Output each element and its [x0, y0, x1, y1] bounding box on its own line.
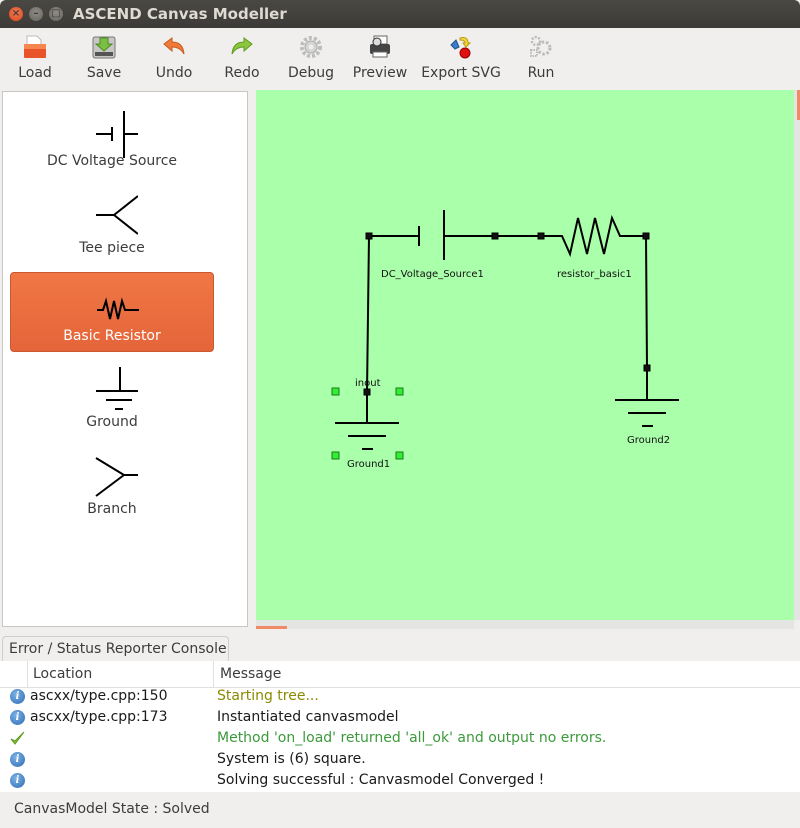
column-header-message[interactable]: Message: [214, 661, 800, 688]
row-location: ascxx/type.cpp:150: [30, 688, 168, 704]
export-svg-icon: [450, 37, 472, 59]
palette-label: Tee piece: [79, 240, 145, 256]
ground1-label: Ground1: [347, 459, 390, 470]
window-title: ASCEND Canvas Modeller: [73, 5, 287, 23]
gears-run-icon: [530, 35, 552, 57]
dc-voltage-source-label: DC_Voltage_Source1: [381, 269, 484, 280]
minimize-icon: –: [33, 8, 39, 19]
palette-item-branch[interactable]: Branch: [10, 446, 214, 526]
palette-label: Basic Resistor: [63, 328, 161, 344]
redo-button[interactable]: Redo: [207, 28, 277, 88]
row-message: Instantiated canvasmodel: [217, 709, 399, 725]
selection-handle: [331, 387, 340, 396]
undo-arrow-icon: [163, 37, 185, 55]
redo-label: Redo: [224, 65, 260, 81]
row-message: Starting tree...: [217, 688, 319, 704]
model-canvas[interactable]: DC_Voltage_Source1 resistor_basic1 inout…: [256, 90, 794, 620]
resistor-block: [541, 214, 646, 258]
row-location: ascxx/type.cpp:173: [30, 709, 168, 725]
load-label: Load: [18, 65, 52, 81]
wire-right-vertical: [645, 235, 648, 369]
info-icon: i: [10, 752, 25, 767]
tab-error-status-console[interactable]: Error / Status Reporter Console: [2, 636, 229, 661]
ground2-block: [615, 368, 679, 427]
port-handle: [642, 232, 650, 240]
ground2-label: Ground2: [627, 435, 670, 446]
console-table: Location Message i ascxx/type.cpp:150 St…: [0, 661, 800, 792]
palette-item-tee-piece[interactable]: Tee piece: [10, 185, 214, 265]
palette-label: Branch: [87, 501, 137, 517]
ground1-block: [335, 392, 399, 450]
canvas-vertical-scroll-thumb[interactable]: [797, 90, 800, 120]
component-palette: DC Voltage Source Tee piece Basic Resist…: [2, 91, 248, 627]
info-icon: i: [10, 710, 25, 725]
column-header-location[interactable]: Location: [28, 661, 214, 688]
palette-item-ground[interactable]: Ground: [10, 359, 214, 439]
print-preview-icon: [370, 35, 390, 58]
save-label: Save: [86, 65, 122, 81]
ground-icon: [96, 367, 138, 410]
export-svg-button[interactable]: Export SVG: [420, 28, 502, 88]
resistor-label: resistor_basic1: [557, 269, 632, 280]
run-label: Run: [527, 65, 555, 81]
port-handle: [491, 232, 499, 240]
row-message: Solving successful : Canvasmodel Converg…: [217, 772, 545, 788]
canvas-horizontal-scroll-thumb[interactable]: [256, 626, 287, 629]
console-row[interactable]: i System is (6) square.: [0, 749, 800, 770]
undo-button[interactable]: Undo: [139, 28, 209, 88]
tee-piece-icon: [96, 195, 138, 235]
circuit-diagram: DC_Voltage_Source1 resistor_basic1 inout…: [331, 210, 679, 470]
status-bar-text: CanvasModel State : Solved: [14, 801, 210, 817]
close-icon: ×: [11, 8, 21, 19]
branch-icon: [95, 457, 138, 497]
dc-voltage-source-block: [369, 210, 495, 260]
console-row[interactable]: i ascxx/type.cpp:173 Instantiated canvas…: [0, 707, 800, 728]
save-button[interactable]: Save: [69, 28, 139, 88]
row-message: System is (6) square.: [217, 751, 366, 767]
preview-button[interactable]: Preview: [345, 28, 415, 88]
row-message: Method 'on_load' returned 'all_ok' and o…: [217, 730, 607, 746]
window-minimize-button[interactable]: –: [29, 7, 43, 21]
port-handle: [643, 364, 651, 372]
selection-handle: [395, 387, 404, 396]
palette-item-basic-resistor[interactable]: Basic Resistor: [10, 272, 214, 352]
palette-label: Ground: [86, 414, 138, 430]
palette-item-dc-voltage-source[interactable]: DC Voltage Source: [10, 98, 214, 178]
gear-icon: [300, 36, 322, 58]
wire-left-vertical: [366, 235, 370, 393]
selection-handle: [395, 451, 404, 460]
preview-label: Preview: [352, 65, 408, 81]
resistor-icon: [97, 297, 139, 320]
checkmark-icon: [10, 731, 25, 745]
dc-voltage-source-icon: [96, 111, 138, 158]
debug-label: Debug: [287, 65, 335, 81]
save-drive-icon: [92, 36, 116, 59]
maximize-icon: □: [51, 8, 61, 19]
console-row[interactable]: i ascxx/type.cpp:150 Starting tree...: [0, 686, 800, 707]
port-label-inout: inout: [355, 378, 381, 389]
redo-arrow-icon: [231, 37, 253, 55]
canvas-vertical-scrollbar[interactable]: [794, 90, 800, 620]
run-button[interactable]: Run: [506, 28, 576, 88]
debug-button[interactable]: Debug: [276, 28, 346, 88]
toolbar: Load Save Undo Redo Debug: [0, 28, 800, 88]
selection-handle: [331, 451, 340, 460]
window-maximize-button[interactable]: □: [49, 7, 63, 21]
port-handle: [363, 388, 371, 396]
undo-label: Undo: [155, 65, 193, 81]
column-header-icon[interactable]: [0, 661, 28, 688]
info-icon: i: [10, 773, 25, 788]
window-close-button[interactable]: ×: [9, 7, 23, 21]
title-bar: × – □ ASCEND Canvas Modeller: [0, 0, 800, 28]
palette-label: DC Voltage Source: [46, 153, 178, 169]
export-svg-label: Export SVG: [421, 65, 501, 81]
port-handle: [365, 232, 373, 240]
folder-open-icon: [24, 35, 46, 58]
console-row[interactable]: i Solving successful : Canvasmodel Conve…: [0, 770, 800, 791]
console-row[interactable]: Method 'on_load' returned 'all_ok' and o…: [0, 728, 800, 749]
port-handle: [537, 232, 545, 240]
canvas-horizontal-scrollbar[interactable]: [256, 620, 794, 629]
info-icon: i: [10, 689, 25, 704]
load-button[interactable]: Load: [0, 28, 70, 88]
